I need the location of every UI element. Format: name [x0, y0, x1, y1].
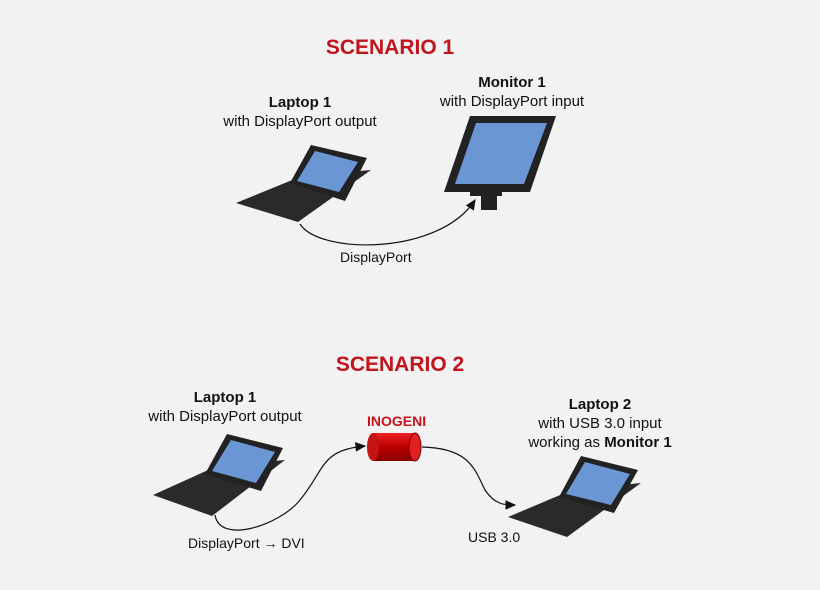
laptop-2-name: Laptop 2 [568, 396, 632, 413]
usb-cable [421, 446, 517, 510]
laptop-1-icon [236, 145, 371, 222]
monitor-1-icon [444, 116, 556, 210]
laptop-1-s2-label: Laptop 1 with DisplayPort output [120, 388, 330, 426]
laptop-1-desc: with DisplayPort output [223, 113, 377, 130]
laptop-2-working-target: Monitor 1 [604, 434, 672, 451]
inogeni-label: INOGENI [367, 413, 427, 429]
displayport-dvi-label: DisplayPort → DVI [188, 535, 305, 551]
monitor-1-label: Monitor 1 with DisplayPort input [412, 73, 612, 111]
laptop-2-icon [508, 456, 641, 537]
laptop-1-s2-desc: with DisplayPort output [148, 408, 302, 425]
laptop-1-s2-name: Laptop 1 [193, 389, 257, 406]
displayport-label: DisplayPort [340, 249, 412, 265]
monitor-1-desc: with DisplayPort input [439, 93, 585, 110]
laptop-2-working-as: working as [528, 434, 605, 451]
laptop-2-desc: with USB 3.0 input [538, 415, 662, 432]
usb-label: USB 3.0 [468, 529, 521, 545]
scenario-1-title: SCENARIO 1 [325, 36, 455, 59]
laptop-1-name: Laptop 1 [268, 94, 332, 111]
scenario-2-title: SCENARIO 2 [335, 353, 465, 376]
laptop-2-label: Laptop 2 with USB 3.0 input working as M… [500, 395, 700, 452]
inogeni-device-icon [367, 432, 422, 462]
laptop-1-s2-icon [153, 434, 285, 516]
displayport-cable [299, 198, 476, 246]
monitor-1-name: Monitor 1 [478, 74, 546, 91]
laptop-1-label: Laptop 1 with DisplayPort output [195, 93, 405, 131]
displayport-dvi-cable [214, 442, 367, 531]
